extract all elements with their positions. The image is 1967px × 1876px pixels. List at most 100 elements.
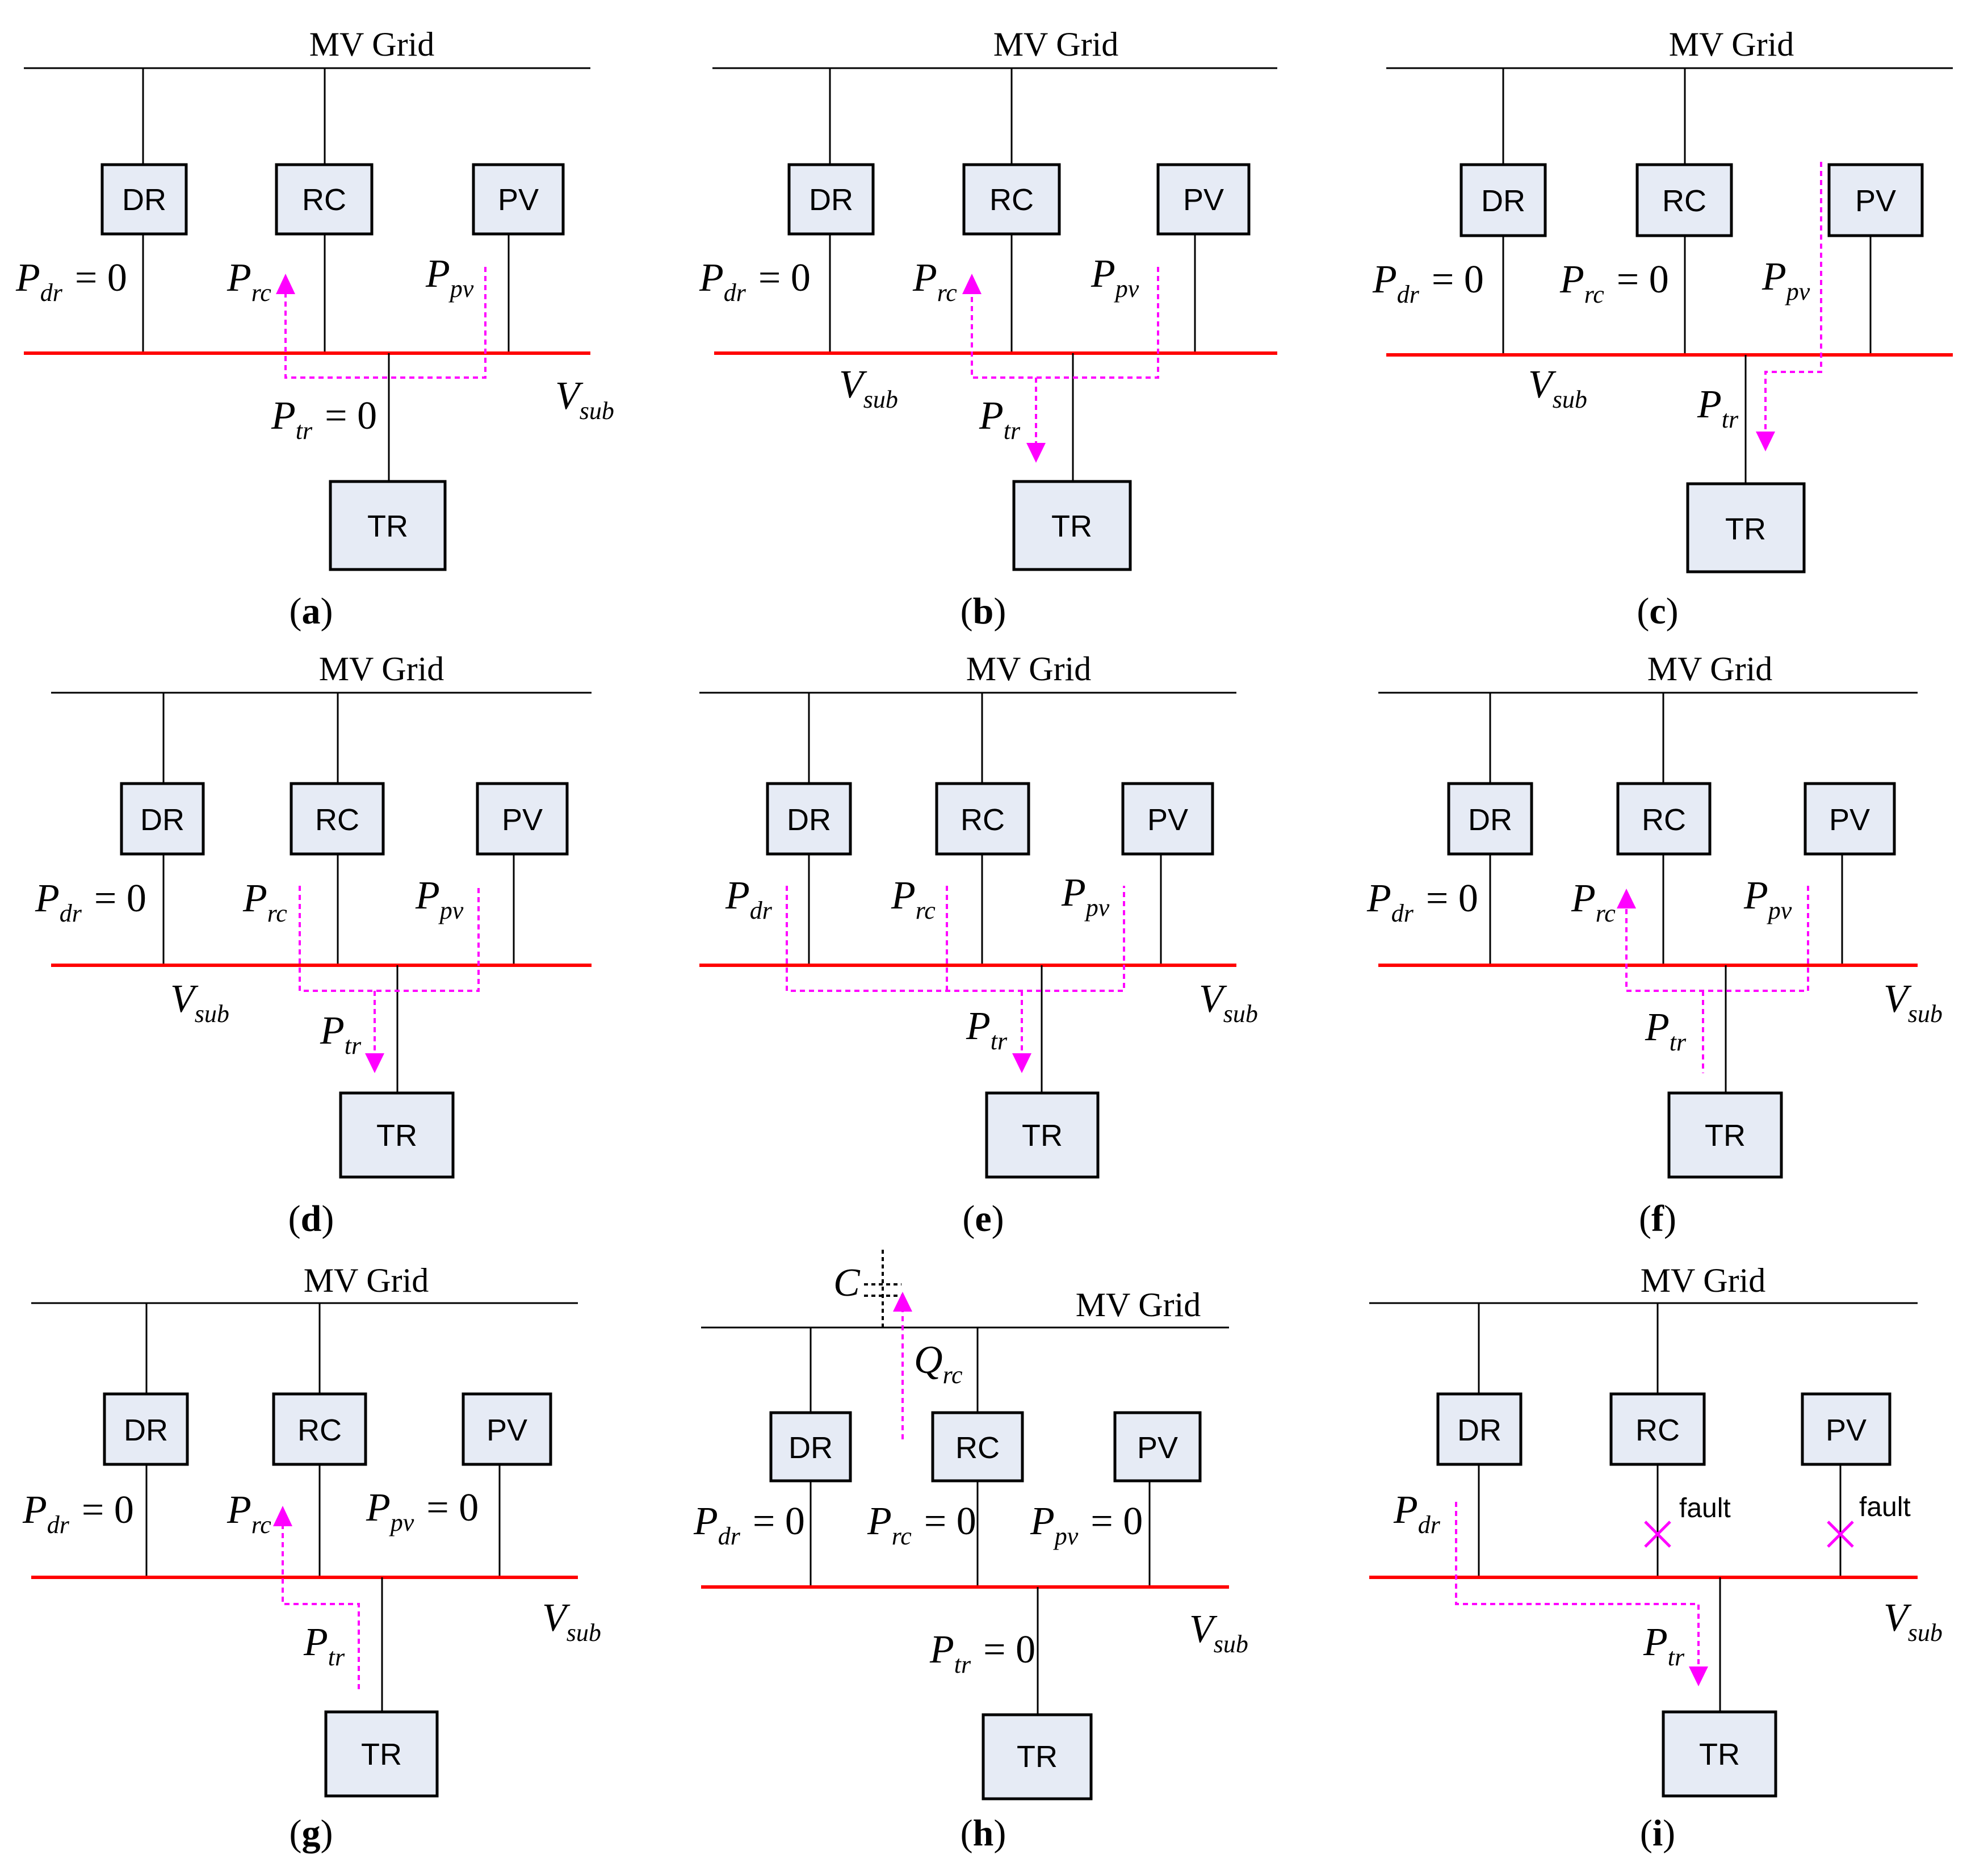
pv-label: PV bbox=[1137, 1431, 1178, 1465]
mv-grid-label: MV Grid bbox=[1076, 1286, 1201, 1324]
tr-box bbox=[1686, 482, 1806, 573]
dr-label: DR bbox=[1468, 803, 1512, 837]
p-rc-label: Prc= 0 bbox=[867, 1500, 976, 1550]
caption-i: (i) bbox=[1640, 1812, 1675, 1854]
fault-label: fault bbox=[1679, 1493, 1731, 1523]
p-pv-label: Ppv bbox=[1762, 255, 1810, 305]
tr-label: TR bbox=[1051, 509, 1092, 543]
rc-label: RC bbox=[1635, 1413, 1680, 1447]
dr-box bbox=[103, 1392, 189, 1466]
power-flow-path bbox=[282, 1526, 360, 1689]
panel-a: MV Grid DR RC PV TR Pdr= 0 Prc Ppv Vsub … bbox=[15, 26, 614, 632]
tr-label: TR bbox=[1022, 1119, 1063, 1153]
p-rc-label: Prc bbox=[1571, 877, 1616, 927]
panel-d: MV Grid DR RC PV TR Pdr= 0 Prc Ppv Vsub … bbox=[35, 650, 592, 1240]
dr-box bbox=[1447, 782, 1533, 856]
v-sub-label: Vsub bbox=[555, 374, 614, 425]
power-flow-path bbox=[971, 267, 1159, 379]
power-flow-path bbox=[1455, 1502, 1700, 1666]
fault-label: fault bbox=[1859, 1492, 1911, 1522]
p-tr-label: Ptr bbox=[1697, 383, 1739, 433]
flow-arrowhead bbox=[1756, 432, 1775, 451]
p-rc-label: Prc bbox=[227, 256, 271, 307]
rc-box bbox=[1609, 1392, 1706, 1466]
v-sub-label: Vsub bbox=[1528, 363, 1587, 413]
flow-arrowhead bbox=[962, 274, 982, 294]
dr-label: DR bbox=[140, 803, 184, 837]
flow-arrowhead bbox=[1026, 443, 1046, 463]
dr-label: DR bbox=[809, 183, 853, 217]
pv-box bbox=[1121, 782, 1214, 856]
fault-marker-rc bbox=[1644, 1521, 1671, 1548]
p-tr-label: Ptr bbox=[966, 1004, 1008, 1055]
p-tr-label: Ptr= 0 bbox=[929, 1628, 1035, 1678]
dr-label: DR bbox=[122, 183, 166, 217]
power-flow-path bbox=[1625, 886, 1809, 992]
rc-label: RC bbox=[1662, 184, 1706, 218]
v-sub-label: Vsub bbox=[542, 1596, 601, 1647]
pv-label: PV bbox=[1826, 1413, 1867, 1447]
panel-c: MV Grid DR RC PV TR Pdr= 0 Prc= 0 Ppv Vs… bbox=[1372, 26, 1953, 632]
power-flow-path bbox=[299, 886, 480, 992]
p-rc-label: Prc bbox=[242, 877, 287, 927]
caption-e: (e) bbox=[962, 1198, 1004, 1240]
p-tr-label: Ptr bbox=[1643, 1620, 1685, 1671]
v-sub-label: Vsub bbox=[170, 977, 229, 1028]
pv-box bbox=[1804, 782, 1896, 856]
pv-box bbox=[472, 163, 565, 236]
p-pv-label: Ppv bbox=[1743, 874, 1792, 924]
tr-label: TR bbox=[1017, 1740, 1058, 1774]
fault-marker-pv bbox=[1827, 1521, 1854, 1548]
caption-g: (g) bbox=[290, 1812, 333, 1854]
p-tr-label: Ptr= 0 bbox=[271, 394, 377, 445]
p-rc-label: Prc bbox=[227, 1488, 271, 1539]
mv-grid-label: MV Grid bbox=[1669, 26, 1794, 63]
dr-label: DR bbox=[1481, 184, 1525, 218]
p-pv-label: Ppv= 0 bbox=[366, 1486, 479, 1536]
caption-c: (c) bbox=[1637, 591, 1678, 632]
caption-f: (f) bbox=[1639, 1198, 1676, 1240]
flow-arrowhead bbox=[273, 1506, 292, 1526]
flow-arrowhead bbox=[1689, 1666, 1708, 1686]
p-pv-label: Ppv bbox=[1061, 871, 1110, 922]
panel-e: MV Grid DR RC PV TR Pdr Prc Ppv Vsub Ptr… bbox=[699, 650, 1258, 1240]
rc-label: RC bbox=[297, 1413, 342, 1447]
tr-box bbox=[982, 1713, 1093, 1800]
dr-label: DR bbox=[787, 803, 831, 837]
p-pv-label: Ppv bbox=[415, 874, 464, 924]
pv-box bbox=[1156, 163, 1251, 236]
p-tr-label: Ptr bbox=[303, 1620, 345, 1671]
p-rc-label: Prc= 0 bbox=[1559, 258, 1669, 308]
mv-grid-label: MV Grid bbox=[309, 26, 435, 63]
dr-box bbox=[1436, 1392, 1523, 1466]
mv-grid-label: MV Grid bbox=[1641, 1262, 1766, 1299]
tr-label: TR bbox=[1705, 1119, 1746, 1153]
flow-arrowhead bbox=[276, 274, 295, 294]
p-rc-label: Prc bbox=[891, 874, 936, 924]
p-dr-label: Pdr= 0 bbox=[1366, 877, 1478, 927]
pv-label: PV bbox=[1855, 184, 1896, 218]
tr-label: TR bbox=[376, 1119, 417, 1153]
flow-arrowhead bbox=[1617, 889, 1636, 908]
p-tr-label: Ptr bbox=[1645, 1006, 1687, 1056]
p-dr-label: Pdr bbox=[1393, 1488, 1441, 1539]
pv-label: PV bbox=[486, 1413, 527, 1447]
mv-grid-label: MV Grid bbox=[319, 650, 444, 688]
p-pv-label: Ppv bbox=[425, 252, 474, 303]
rc-box bbox=[935, 782, 1030, 856]
pv-box bbox=[462, 1392, 552, 1466]
flow-arrowhead bbox=[1012, 1053, 1031, 1073]
p-dr-label: Pdr= 0 bbox=[22, 1488, 134, 1539]
caption-d: (d) bbox=[288, 1198, 334, 1240]
pv-label: PV bbox=[498, 183, 539, 217]
rc-label: RC bbox=[961, 803, 1005, 837]
mv-grid-label: MV Grid bbox=[304, 1262, 429, 1299]
p-dr-label: Pdr= 0 bbox=[693, 1500, 805, 1550]
v-sub-label: Vsub bbox=[1199, 977, 1258, 1028]
pv-box bbox=[1113, 1411, 1202, 1483]
power-flow-path bbox=[786, 886, 1125, 992]
rc-label: RC bbox=[1642, 803, 1686, 837]
pv-box bbox=[476, 782, 569, 856]
rc-label: RC bbox=[302, 183, 346, 217]
